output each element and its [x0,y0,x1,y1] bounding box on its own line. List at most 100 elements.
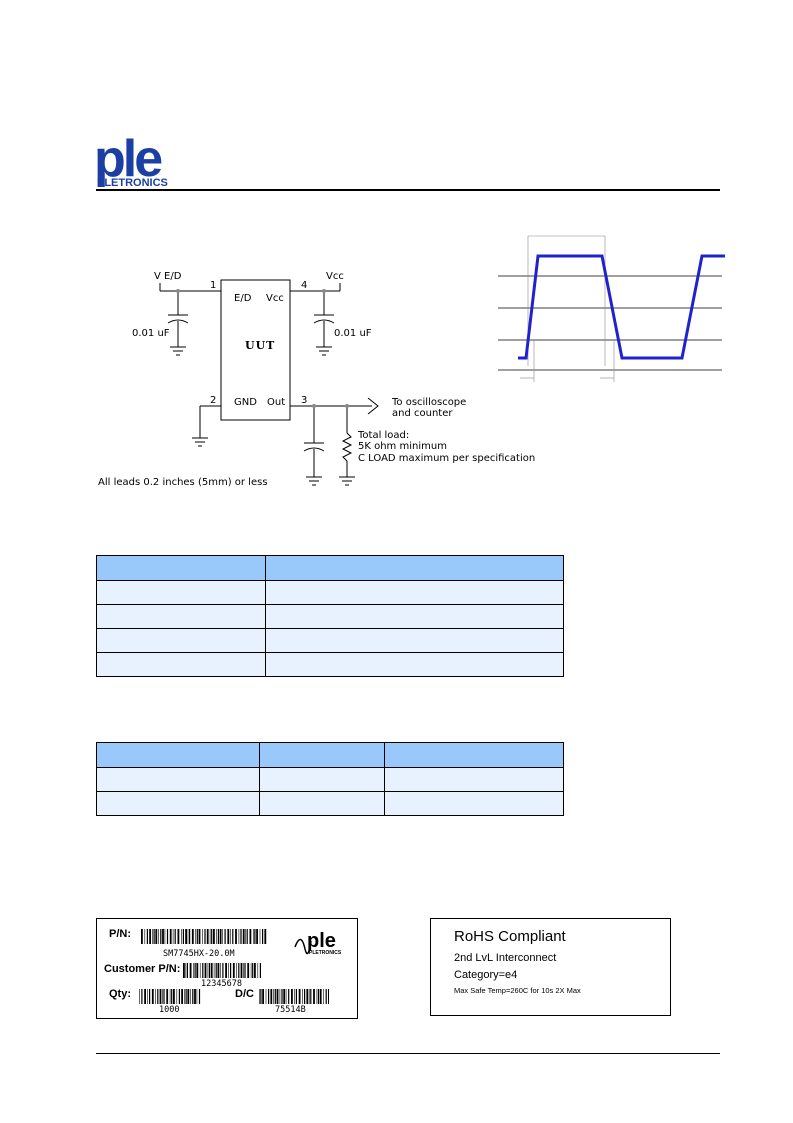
table-cell [265,652,564,677]
barcode-bar [159,989,162,1004]
table-row [96,628,564,653]
barcode-bar [191,929,194,944]
barcode-bar [328,989,329,1004]
barcode-bar [252,963,254,978]
barcode-bar [240,963,243,978]
barcode-bar [285,989,287,1004]
barcode-bar [204,929,206,944]
label-total-load-1: Total load: [357,430,409,441]
barcode-bar [228,963,229,978]
label-pn-value: SM7745HX-20.0M [163,949,235,959]
label-pin2: 2 [210,395,216,406]
label-vcc-top: Vcc [326,271,344,282]
barcode-bar [196,963,199,978]
barcode-bar [317,989,320,1004]
barcode-bar [325,989,327,1004]
barcode-bar [174,929,176,944]
barcode-bar [246,929,248,944]
table-header-cell [96,742,260,768]
barcode-bar [215,963,217,978]
table-header-cell [265,555,564,581]
barcode-bar [160,929,162,944]
table-cell [265,580,564,605]
barcode-bar [319,989,322,1004]
barcode-bar [281,989,283,1004]
table-cell [96,580,266,605]
barcode-bar [192,989,194,1004]
barcode-bar [283,989,286,1004]
barcode-bar [211,929,213,944]
rohs-box: RoHS Compliant 2nd LvL Interconnect Cate… [430,918,671,1016]
barcode-bar [259,989,260,1004]
table-row [96,791,564,816]
label-pin-gnd: GND [234,397,257,408]
barcode-bar [238,963,240,978]
barcode-bar [190,989,191,1004]
spec-table-1 [96,555,564,677]
barcode-bar [268,989,270,1004]
barcode-bar [217,963,220,978]
table-row [96,604,564,629]
label-pin-vcc: Vcc [266,293,284,304]
barcode-bar [256,929,258,944]
table-header-cell [384,742,564,768]
barcode-bar [195,929,196,944]
barcode-bar [209,929,211,944]
table-cell [96,604,266,629]
barcode-bar [162,929,164,944]
barcode-bar [232,929,234,944]
table-row [96,652,564,677]
rohs-line-1: 2nd LvL Interconnect [454,952,557,964]
barcode-bar [198,929,201,944]
barcode-bar [163,989,165,1004]
barcode-bar [194,963,196,978]
table-cell [384,791,564,816]
test-circuit-schematic: V E/D Vcc 0.01 uF 0.01 uF 1 2 3 4 E/D Vc… [98,271,535,488]
barcode-bar [264,929,267,944]
barcode-bar [202,963,204,978]
barcode-bar [166,929,169,944]
label-logo: ple PLETRONICS [294,930,342,956]
barcode-bar [222,963,224,978]
barcode-bar [196,929,198,944]
barcode-bar [316,989,318,1004]
spec-table-2 [96,742,564,816]
barcode-bar [166,989,169,1004]
barcode-bar [243,963,244,978]
barcode-bar [247,963,250,978]
table-header-cell [259,742,385,768]
barcode-bar [187,989,190,1004]
barcode-bar [202,929,203,944]
barcode-bar [298,989,301,1004]
barcode-bar [162,989,163,1004]
barcode-bar [208,963,211,978]
barcode-bar [225,963,227,978]
label-qty-value: 1000 [159,1005,180,1015]
footer-rule [96,1053,720,1054]
barcode-bar [259,929,261,944]
barcode-bar [257,963,259,978]
logo-mark: ple [94,132,162,188]
barcode-bar [262,989,264,1004]
barcode-bar [185,989,187,1004]
output-waveform [498,235,725,382]
table-cell [259,791,385,816]
table-cell [96,628,266,653]
barcode-bar [146,929,148,944]
barcode-bar [198,989,201,1004]
barcode-bar [265,989,267,1004]
label-customer-pn: Customer P/N: [104,963,181,975]
label-total-load-3: C LOAD maximum per specification [358,453,535,464]
label-dc: D/C [235,988,254,1000]
barcode-bar [276,989,279,1004]
barcode-bar [141,989,143,1004]
rohs-title: RoHS Compliant [454,928,566,945]
table-cell [265,628,564,653]
table-row [96,767,564,792]
barcode-bar [182,929,184,944]
barcode-bar [199,963,201,978]
barcode-bar [164,929,166,944]
barcode-bar [177,929,180,944]
barcode-bar [217,929,219,944]
barcode-bar [253,929,254,944]
